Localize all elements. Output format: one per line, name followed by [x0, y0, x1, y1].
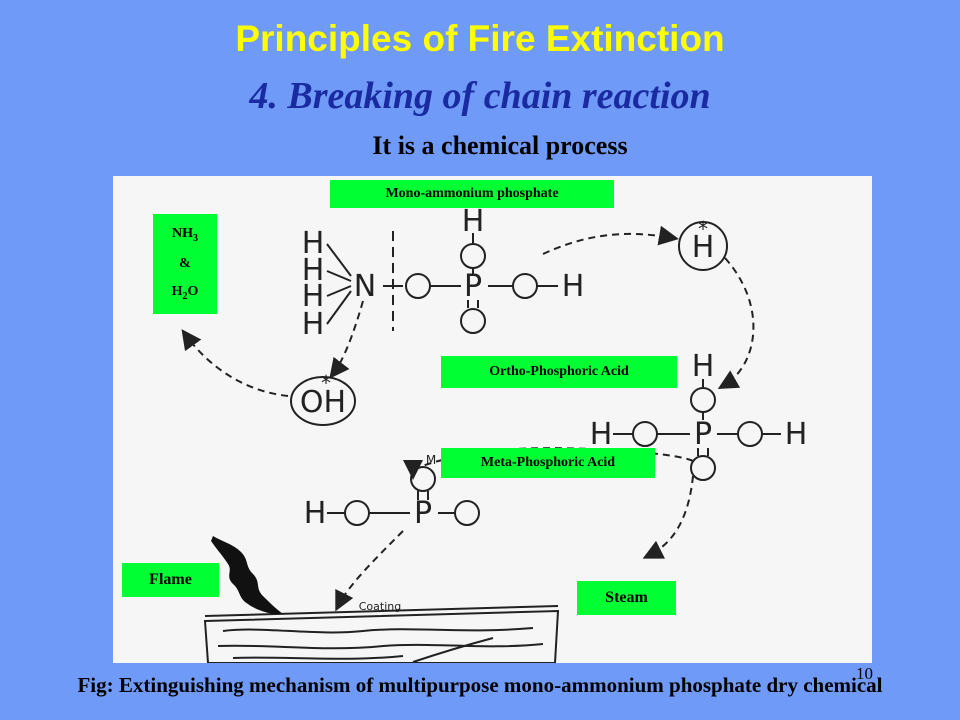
atom-h: H — [302, 226, 325, 261]
h2o-text: H2O — [171, 284, 199, 302]
h-radical: H * — [678, 217, 728, 271]
atom-p: P — [464, 269, 482, 304]
label-ortho-phosphoric-acid: Ortho-Phosphoric Acid — [441, 356, 677, 388]
atom-h: H — [785, 417, 808, 452]
label-mono-ammonium-phosphate: Mono-ammonium phosphate — [330, 180, 614, 208]
label-steam: Steam — [577, 581, 676, 615]
reaction-diagram-svg: H H H H N P H — [181, 204, 808, 664]
label-meta-phosphoric-acid: Meta-Phosphoric Acid — [441, 448, 655, 478]
flame-shape — [211, 536, 283, 614]
page-number: 10 — [856, 664, 873, 683]
atom-h: H — [562, 269, 585, 304]
slide-subline: It is a chemical process — [372, 131, 628, 160]
reaction-diagram: H H H H N P H — [113, 176, 872, 664]
label-flame: Flame — [122, 563, 219, 597]
atom-h: H — [302, 307, 325, 342]
atom-h: H — [590, 417, 613, 452]
atom-n: N — [354, 269, 376, 304]
atom-h: H — [302, 279, 325, 314]
wood-log: Coating — [203, 600, 560, 664]
coating-label: Coating — [359, 600, 401, 613]
label-nh3-h2o: NH3 & H2O — [153, 214, 217, 314]
radical-star: * — [698, 217, 708, 241]
meta-phosphoric-molecule: M P H — [304, 453, 480, 531]
radical-star: * — [321, 371, 331, 395]
ortho-phosphoric-molecule: H P H H — [590, 349, 808, 481]
atom-h: H — [462, 204, 485, 239]
atom-h: H — [302, 253, 325, 288]
atom-h: H — [692, 349, 715, 384]
figure-caption: Fig: Extinguishing mechanism of multipur… — [77, 673, 883, 697]
atom-m: M — [426, 453, 436, 467]
atom-p: P — [694, 417, 712, 452]
atom-h: H — [692, 230, 715, 265]
oh-radical: OH * — [290, 371, 356, 426]
amp-text: & — [179, 255, 191, 271]
slide-title: Principles of Fire Extinction — [235, 18, 725, 59]
mono-ammonium-molecule: H H H H N P H — [302, 204, 585, 342]
nh3-text: NH3 — [172, 226, 198, 244]
slide-subtitle: 4. Breaking of chain reaction — [249, 75, 711, 117]
atom-h: H — [304, 496, 327, 531]
atom-p: P — [414, 496, 432, 531]
atom-oh: OH — [300, 385, 346, 420]
